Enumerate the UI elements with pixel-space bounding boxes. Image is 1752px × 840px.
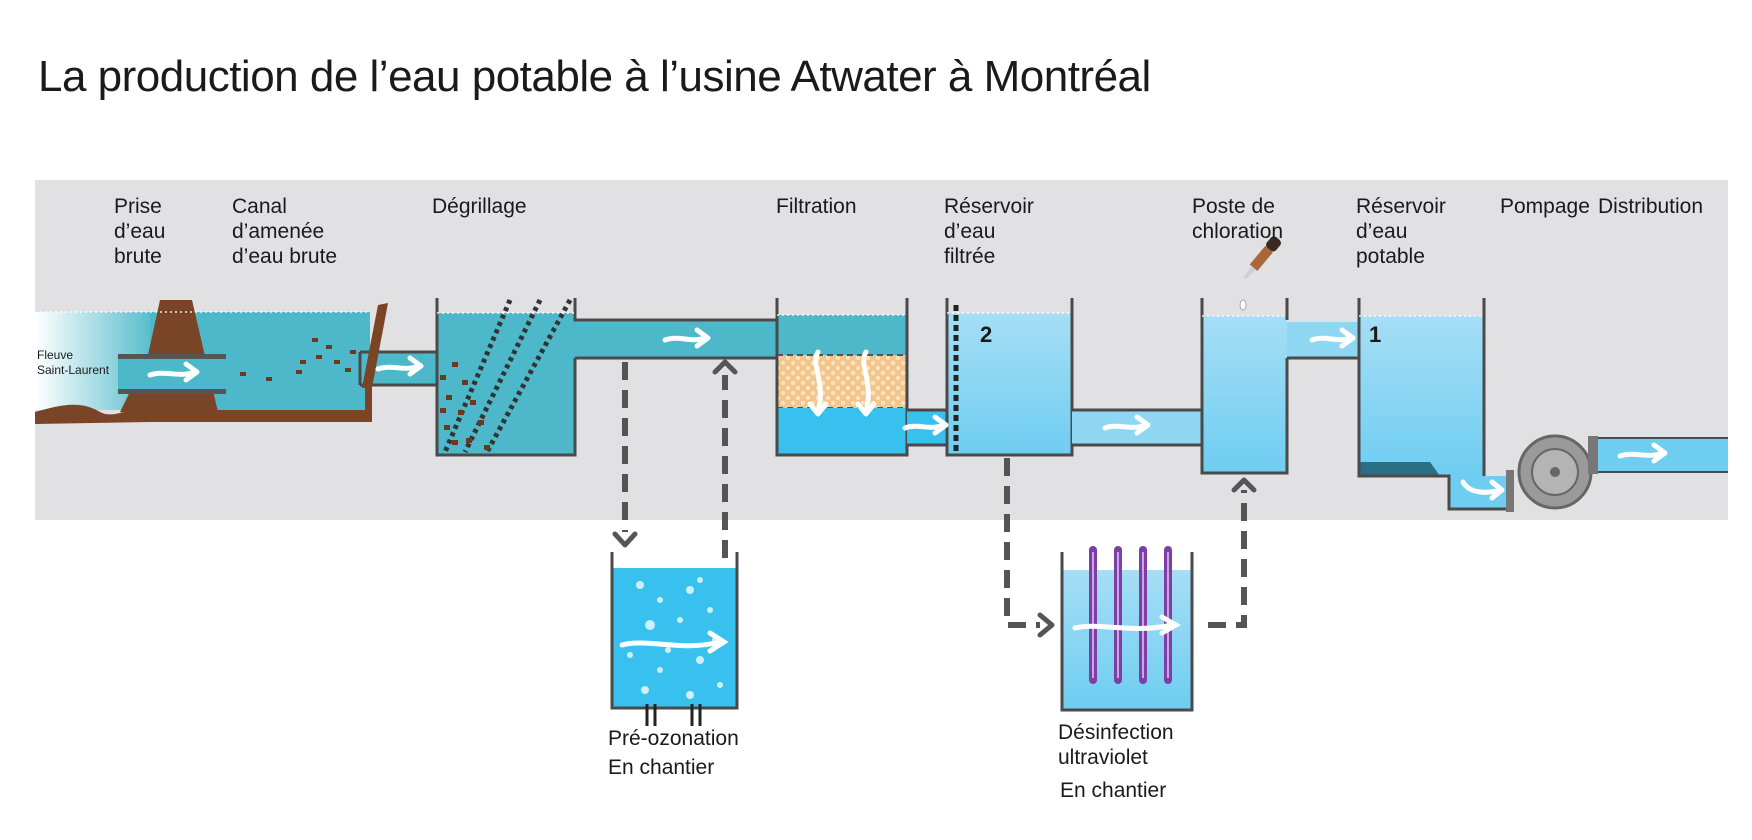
marker-1: 1	[1369, 322, 1382, 347]
status-uv: En chantier	[1060, 779, 1167, 802]
label-uv: Désinfection ultraviolet	[1058, 721, 1174, 769]
reservoir-potable-water	[1359, 316, 1484, 476]
degrillage-wall	[435, 298, 577, 457]
canal-bed	[35, 385, 372, 424]
filtered-water	[777, 408, 907, 455]
filtration-top-water	[777, 315, 907, 355]
ozone-bubbles	[627, 577, 723, 699]
drop	[1239, 299, 1247, 311]
label-reservoir-filtree: Réservoir d’eau filtrée	[944, 195, 1034, 268]
label-distribution: Distribution	[1598, 195, 1704, 218]
label-chloration: Poste de chloration	[1192, 195, 1284, 243]
dropper-icon	[1243, 236, 1281, 280]
reservoir-potable-wall	[1357, 298, 1508, 511]
label-filtration: Filtration	[776, 195, 857, 218]
flow-arrows	[147, 327, 1668, 501]
screens	[442, 298, 573, 454]
filtration-wall	[775, 298, 909, 457]
chloration-water	[1202, 316, 1287, 473]
label-prise: Prise d’eau brute	[114, 195, 166, 268]
intake-pipe-bottom	[118, 389, 226, 394]
label-canal: Canal d’amenée d’eau brute	[232, 195, 338, 268]
marker-2: 2	[980, 322, 993, 347]
preozonation-wall	[610, 552, 739, 710]
connection-arrows	[622, 362, 1247, 628]
status-preozonation: En chantier	[608, 756, 715, 779]
label-degrillage: Dégrillage	[432, 195, 527, 218]
filter-bed	[777, 355, 907, 408]
page-title: La production de l’eau potable à l’usine…	[38, 52, 1151, 101]
sediment	[1359, 462, 1440, 476]
reservoir-filtree-water	[947, 313, 1072, 455]
canal-gate	[362, 303, 388, 388]
degrillage-water	[437, 313, 575, 455]
label-river: Fleuve Saint-Laurent	[37, 348, 110, 377]
label-reservoir-potable: Réservoir d’eau potable	[1356, 195, 1446, 268]
channel-3-wall	[1072, 408, 1202, 447]
label-pompage: Pompage	[1500, 195, 1590, 218]
debris	[240, 338, 490, 450]
uv-wall	[1060, 552, 1194, 712]
intake-pipe-top	[118, 354, 226, 359]
pipe-2-wall	[907, 408, 947, 447]
uv-water	[1062, 570, 1192, 710]
label-preozonation: Pré-ozonation	[608, 727, 739, 750]
pump-flange	[1506, 470, 1514, 512]
